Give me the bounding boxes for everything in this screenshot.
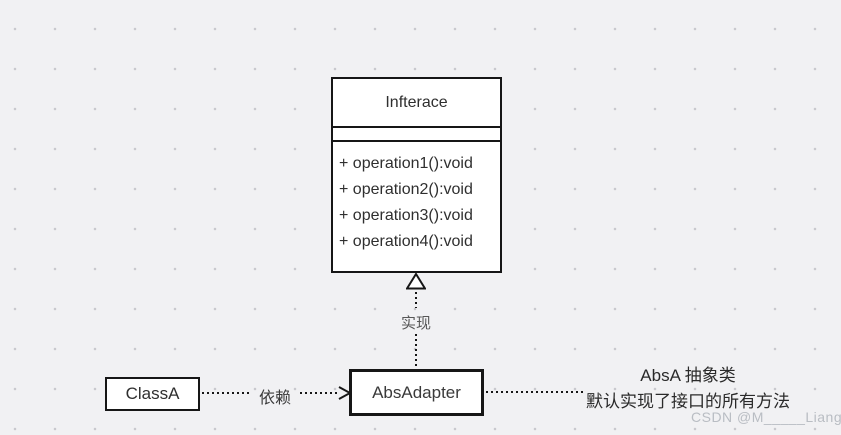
dependency-label: 依赖 bbox=[258, 390, 291, 407]
note-anchor-line[interactable] bbox=[486, 391, 583, 393]
realization-line-segment[interactable] bbox=[415, 334, 417, 368]
abs-adapter-name: AbsAdapter bbox=[372, 382, 461, 402]
dependency-line-segment[interactable] bbox=[202, 392, 250, 394]
note-line-1: AbsA 抽象类 bbox=[640, 366, 736, 385]
realization-line-segment[interactable] bbox=[415, 292, 417, 308]
watermark-text: CSDN @M_____Liang bbox=[691, 409, 841, 425]
interface-class-box[interactable]: Infterace + operation1():void + operatio… bbox=[331, 77, 502, 273]
interface-class-name: Infterace bbox=[333, 79, 500, 128]
dependency-line-segment[interactable] bbox=[300, 392, 338, 394]
interface-operations-section: + operation1():void + operation2():void … bbox=[333, 142, 500, 271]
operation-item: + operation4():void bbox=[339, 233, 473, 250]
abs-adapter-box[interactable]: AbsAdapter bbox=[349, 369, 484, 416]
realization-triangle-icon[interactable] bbox=[406, 272, 426, 291]
operation-item: + operation1():void bbox=[339, 155, 473, 172]
realization-label: 实现 bbox=[400, 315, 431, 332]
class-a-box[interactable]: ClassA bbox=[105, 377, 200, 411]
interface-attributes-section bbox=[333, 128, 500, 142]
note-line-2: 默认实现了接口的所有方法 bbox=[586, 392, 790, 411]
operation-item: + operation3():void bbox=[339, 207, 473, 224]
operation-item: + operation2():void bbox=[339, 181, 473, 198]
note-annotation: AbsA 抽象类 默认实现了接口的所有方法 bbox=[563, 363, 813, 415]
class-a-name: ClassA bbox=[125, 384, 180, 403]
